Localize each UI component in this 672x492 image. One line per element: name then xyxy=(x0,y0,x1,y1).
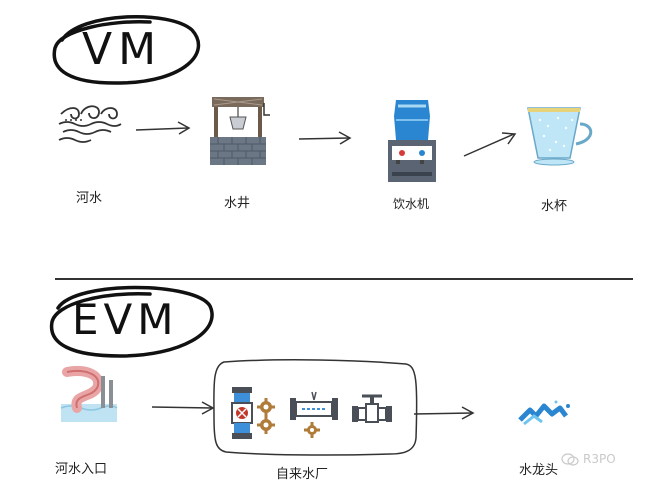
water-cup-icon xyxy=(527,107,593,166)
arrow-icon xyxy=(298,131,352,145)
arrow-icon xyxy=(151,401,215,415)
watermark: R3PO xyxy=(561,452,616,466)
label-dispenser: 饮水机 xyxy=(393,197,430,211)
water-dispenser-icon xyxy=(388,100,436,182)
label-river-intake: 河水入口 xyxy=(55,462,108,477)
pipe-valve-gears-icon xyxy=(231,387,275,439)
label-cup: 水杯 xyxy=(541,199,568,214)
label-river: 河水 xyxy=(76,191,103,206)
water-plant-box xyxy=(213,359,418,456)
label-well: 水井 xyxy=(224,196,251,211)
arrow-icon xyxy=(413,406,475,420)
water-slide-intake-icon xyxy=(60,366,118,422)
wind-waves-icon xyxy=(58,105,122,143)
water-well-icon xyxy=(210,97,270,165)
label-water-plant: 自来水厂 xyxy=(276,467,329,482)
splash-water-icon xyxy=(518,400,570,426)
vm-badge-text: VM xyxy=(82,24,163,75)
section-divider xyxy=(55,278,633,280)
evm-badge-text: EVM xyxy=(72,295,179,344)
pipe-gear-icon xyxy=(290,391,338,438)
arrow-icon xyxy=(463,132,517,157)
water-valve-icon xyxy=(352,394,392,423)
label-faucet: 水龙头 xyxy=(519,463,559,478)
arrow-icon xyxy=(135,121,191,135)
watermark-text: R3PO xyxy=(583,452,616,466)
wechat-icon xyxy=(561,453,579,466)
